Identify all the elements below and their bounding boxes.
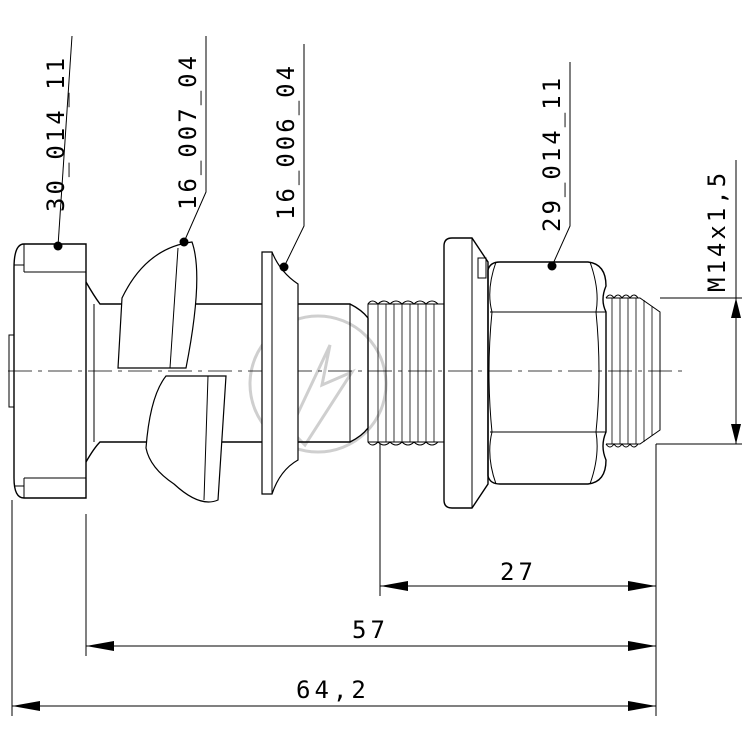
extension-lines bbox=[11, 444, 657, 716]
dimension-57 bbox=[86, 641, 656, 651]
leader-dot-nut bbox=[547, 261, 557, 271]
bolt-head bbox=[8, 243, 87, 499]
dimension-64-2-label: 64,2 bbox=[296, 676, 370, 704]
leader-lines bbox=[53, 35, 571, 272]
nut-body bbox=[487, 261, 607, 485]
leader-dot-wedge bbox=[179, 237, 189, 247]
label-flat-washer: 16_006_04 bbox=[272, 63, 300, 220]
flat-washer bbox=[261, 251, 299, 495]
leader-dot-head bbox=[53, 241, 63, 251]
dimension-27 bbox=[380, 581, 656, 591]
thread-spec-label: M14x1,5 bbox=[703, 170, 731, 292]
thread-end bbox=[605, 294, 661, 448]
label-wedge-washer: 16_007_04 bbox=[174, 53, 202, 210]
dimension-27-label: 27 bbox=[500, 558, 537, 586]
label-nut: 29_014_11 bbox=[538, 75, 566, 232]
thread-section bbox=[367, 300, 445, 446]
dimension-57-label: 57 bbox=[352, 616, 389, 644]
nut-flange bbox=[443, 237, 489, 509]
label-head-bolt: 30_014_11 bbox=[42, 55, 70, 212]
leader-dot-flatwasher bbox=[279, 262, 289, 272]
dimension-64-2 bbox=[12, 701, 656, 711]
thread-spec-dimension bbox=[656, 160, 742, 445]
wedge-washer bbox=[117, 241, 227, 503]
